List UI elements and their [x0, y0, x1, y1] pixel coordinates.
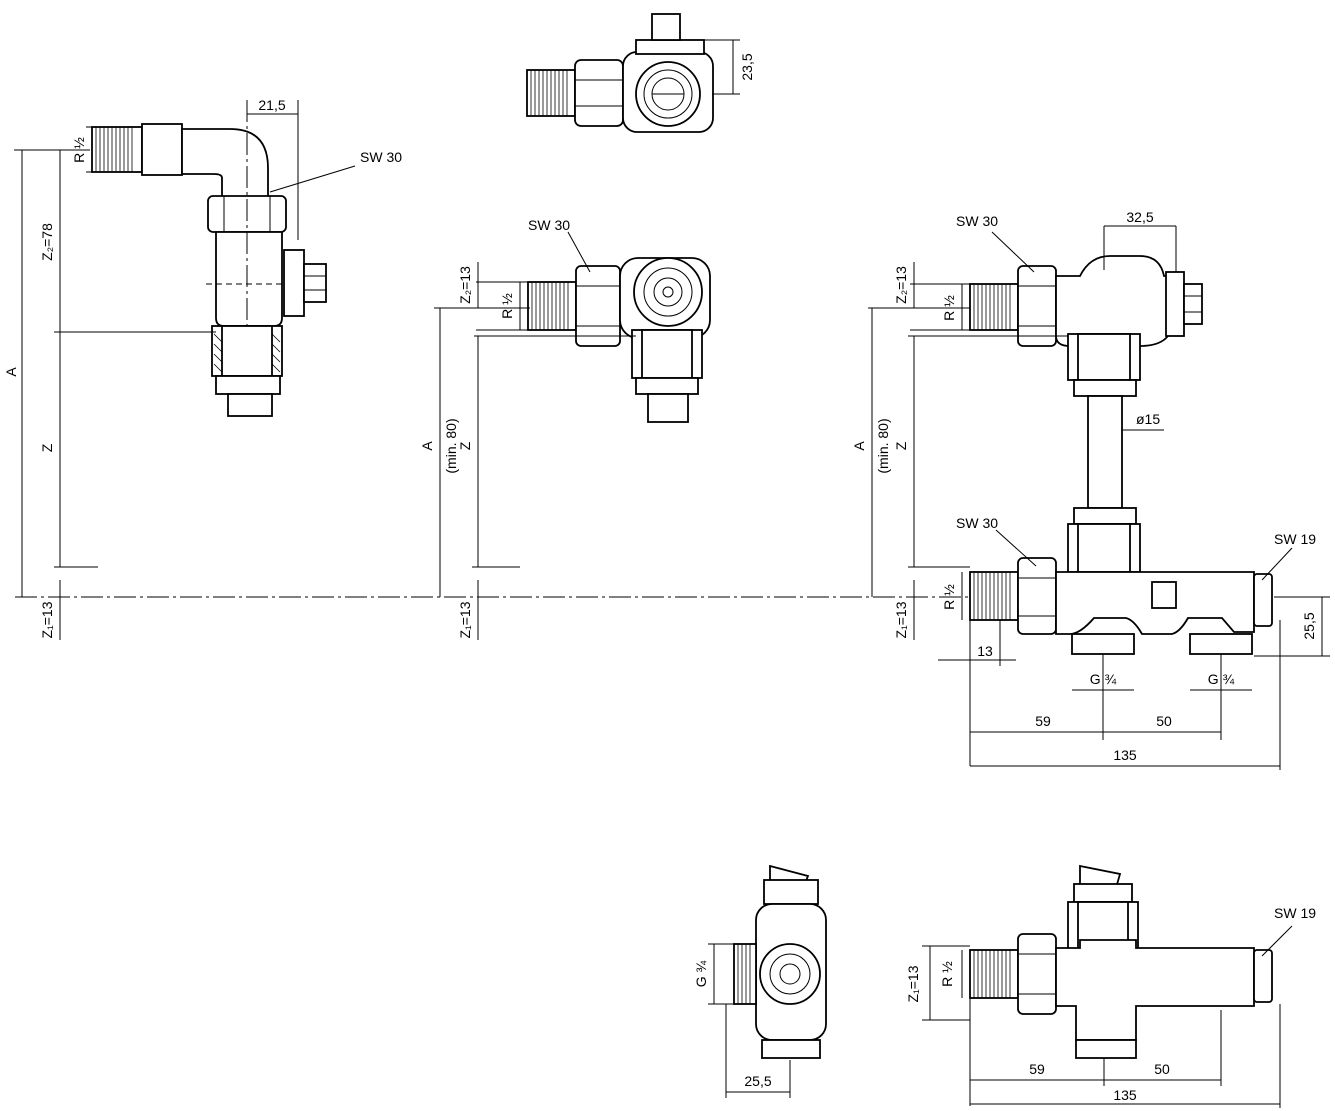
right-top-body — [1055, 255, 1169, 347]
left-z1-13: Z₁=13 — [39, 601, 55, 638]
right-sw30-bottom: SW 30 — [956, 515, 998, 531]
mid-z1-13: Z₁=13 — [457, 601, 473, 638]
dim-23-5: 23,5 — [739, 53, 755, 80]
top-view-stem — [651, 13, 681, 41]
top-view-cap — [635, 39, 705, 55]
left-view: 21,5 SW 30 R ½ Z₂=78 A Z Z₁=13 — [3, 97, 402, 640]
right-z2-13: Z₂=13 — [893, 266, 909, 304]
mid-a: A — [419, 441, 435, 451]
dim-21-5: 21,5 — [258, 97, 285, 113]
right-z1-13: Z₁=13 — [893, 601, 909, 638]
right-z: Z — [893, 441, 909, 450]
right-top-head — [1165, 271, 1185, 337]
right-pipe — [1087, 395, 1123, 509]
bottom-sw19: SW 19 — [1274, 905, 1316, 921]
dim-135: 135 — [1113, 747, 1137, 763]
bottom-dim-135: 135 — [1113, 1087, 1137, 1103]
left-sw30: SW 30 — [360, 149, 402, 165]
dim-32-5: 32,5 — [1126, 209, 1153, 225]
middle-view: SW 30 R ½ Z₂=13 A (min. 80) Z Z₁=13 — [419, 217, 711, 640]
bottom-side-g: G ¾ — [693, 960, 709, 987]
right-top-nut — [1017, 265, 1057, 347]
left-hex — [141, 123, 183, 176]
bottom-front-body — [1055, 939, 1255, 1041]
left-z2-78: Z₂=78 — [39, 223, 55, 261]
bottom-dim-25-5: 25,5 — [744, 1073, 771, 1089]
bottom-dim-50: 50 — [1154, 1061, 1170, 1077]
right-min80: (min. 80) — [875, 418, 891, 473]
dim-13: 13 — [977, 643, 993, 659]
right-end-cap — [1253, 573, 1273, 627]
bottom-r-half: R ½ — [939, 961, 955, 987]
mid-min80: (min. 80) — [443, 418, 459, 473]
left-thread — [91, 126, 143, 173]
left-head — [283, 249, 305, 317]
left-a: A — [3, 367, 19, 377]
right-bottom-nut — [1017, 557, 1057, 635]
right-outlet-right — [1189, 633, 1253, 655]
top-view: 23,5 — [526, 13, 755, 133]
right-view: 32,5 SW 30 ø15 SW 30 SW 19 R ½ Z₂=13 A (… — [851, 209, 1330, 770]
dim-50: 50 — [1156, 713, 1172, 729]
left-elbow — [181, 128, 269, 201]
phi-15: ø15 — [1136, 411, 1160, 427]
right-a: A — [851, 441, 867, 451]
mid-nut — [575, 265, 621, 347]
mid-z: Z — [457, 441, 473, 450]
mid-z2-13: Z₂=13 — [457, 266, 473, 304]
right-sw30-top: SW 30 — [956, 213, 998, 229]
top-view-nut — [574, 59, 624, 127]
bottom-front-view: SW 19 Z₁=13 R ½ 59 50 135 — [905, 864, 1316, 1108]
bottom-z1-13: Z₁=13 — [905, 965, 921, 1002]
bottom-dim-59: 59 — [1029, 1061, 1045, 1077]
bottom-side-view: G ¾ 25,5 — [693, 864, 827, 1098]
dim-25-5: 25,5 — [1301, 612, 1317, 639]
mid-sw30: SW 30 — [528, 217, 570, 233]
left-body — [215, 231, 283, 327]
right-r-half-bottom: R ½ — [941, 584, 957, 610]
mid-r-half: R ½ — [499, 293, 515, 319]
bottom-side-thread — [733, 943, 757, 1005]
right-sw19: SW 19 — [1274, 531, 1316, 547]
dim-59: 59 — [1035, 713, 1051, 729]
right-outlet-left — [1071, 633, 1135, 655]
left-z: Z — [39, 443, 55, 452]
